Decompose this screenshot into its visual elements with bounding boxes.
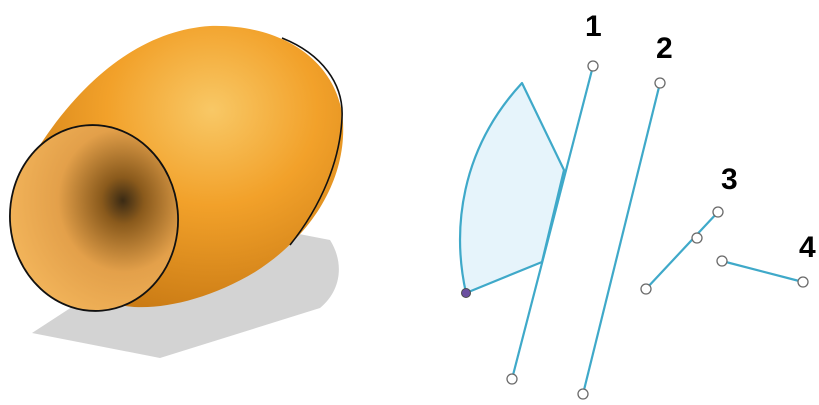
axis-3-top-endpoint[interactable] <box>712 206 724 218</box>
axis-label-3: 3 <box>721 163 738 196</box>
axis-4-right-endpoint[interactable] <box>797 276 809 288</box>
axis-line-1[interactable] <box>506 60 599 385</box>
sketch-point[interactable] <box>461 288 471 298</box>
axis-label-4: 4 <box>799 231 816 264</box>
axis-1-top-endpoint[interactable] <box>587 60 599 72</box>
axis-label-2: 2 <box>656 32 673 65</box>
axis-2-bottom-endpoint[interactable] <box>577 388 589 400</box>
axis-4-left-endpoint[interactable] <box>716 255 728 267</box>
axis-3-mid-point[interactable] <box>691 232 703 244</box>
axis-line-3[interactable] <box>640 206 724 295</box>
axis-line-2[interactable] <box>577 77 666 400</box>
axis-2-top-endpoint[interactable] <box>654 77 666 89</box>
axis-3-bottom-endpoint[interactable] <box>640 283 652 295</box>
axis-line-4[interactable] <box>716 255 809 288</box>
sketch-profile-shape[interactable] <box>459 81 566 295</box>
axis-1-bottom-endpoint[interactable] <box>506 373 518 385</box>
revolved-body-model <box>9 25 344 358</box>
body-opening-face <box>9 124 179 312</box>
axis-label-1: 1 <box>585 10 602 43</box>
sketch-area: 1 2 3 4 <box>459 10 816 400</box>
body-silhouette-edge <box>281 37 343 246</box>
